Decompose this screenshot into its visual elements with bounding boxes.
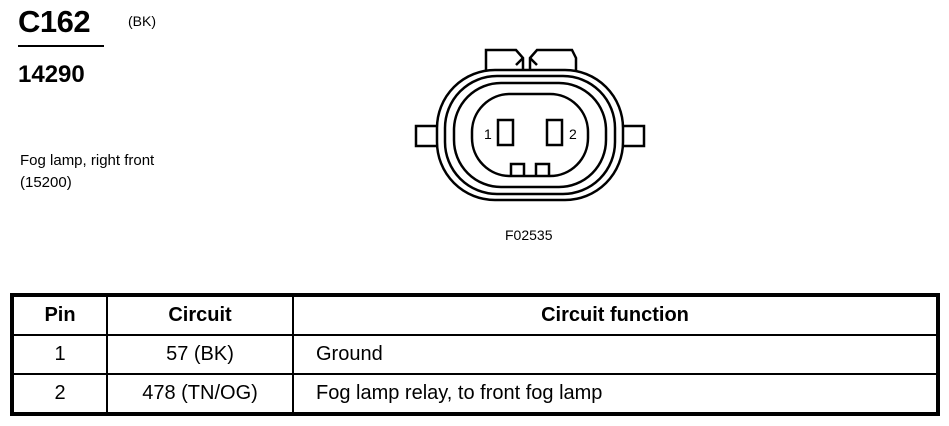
pin-table: Pin Circuit Circuit function 1 57 (BK) G… — [10, 293, 940, 416]
keyway-left — [509, 162, 526, 176]
connector-id-underline — [18, 45, 104, 47]
cell-circuit: 478 (TN/OG) — [106, 373, 294, 415]
terminal-1 — [496, 118, 515, 147]
terminal-2 — [545, 118, 564, 147]
latch-tab-left — [484, 48, 525, 73]
keyway-right — [534, 162, 551, 176]
part-number: 14290 — [18, 61, 85, 88]
cell-circuit: 57 (BK) — [106, 334, 294, 375]
table-row: 1 57 (BK) Ground — [11, 334, 939, 375]
header-circuit-function: Circuit function — [292, 294, 939, 336]
connector-face-diagram: 1 2 — [414, 48, 646, 202]
connector-id: C162 — [18, 4, 91, 39]
cell-function: Ground — [292, 334, 939, 375]
side-ear-right — [620, 124, 646, 148]
figure-id: F02535 — [505, 227, 553, 243]
cell-function: Fog lamp relay, to front fog lamp — [292, 373, 939, 415]
cell-pin: 1 — [11, 334, 108, 375]
inner-shell — [452, 81, 608, 189]
table-header-row: Pin Circuit Circuit function — [11, 294, 939, 336]
description-line-1: Fog lamp, right front — [20, 152, 155, 169]
header-pin: Pin — [11, 294, 108, 336]
cell-pin: 2 — [11, 373, 108, 415]
pin-label-1: 1 — [484, 126, 492, 142]
table-row: 2 478 (TN/OG) Fog lamp relay, to front f… — [11, 373, 939, 415]
connector-description: Fog lamp, right front (15200) — [20, 150, 154, 194]
latch-tab-right — [528, 48, 578, 73]
pin-label-2: 2 — [569, 126, 577, 142]
side-ear-left — [414, 124, 440, 148]
header-circuit: Circuit — [106, 294, 294, 336]
terminal-cavity — [470, 92, 590, 178]
description-line-2: (15200) — [20, 174, 72, 191]
outer-shell — [435, 68, 625, 202]
middle-shell — [443, 74, 617, 196]
connector-color: (BK) — [128, 13, 156, 29]
